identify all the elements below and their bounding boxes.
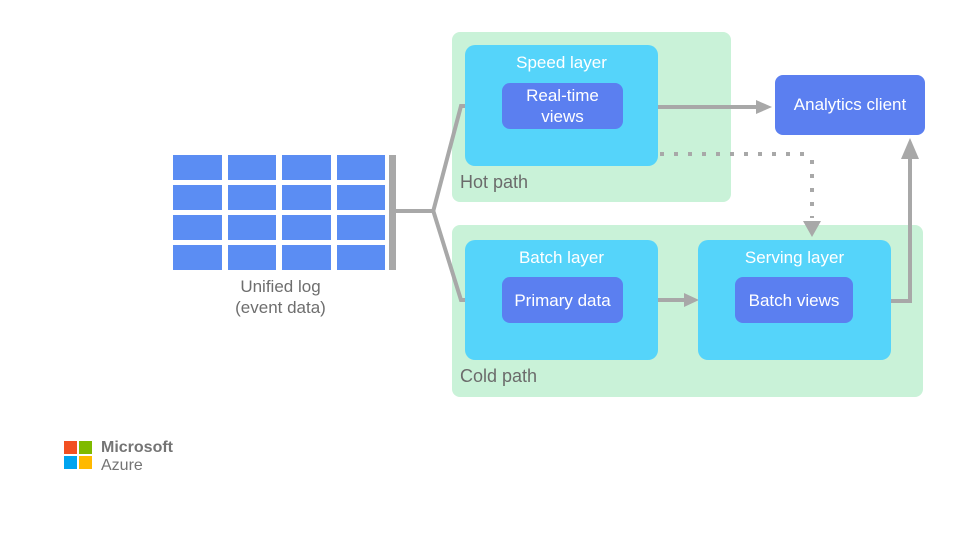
unified-log-cell [227,155,276,180]
ms-logo-square-blue [64,456,77,469]
unified-log-cell [282,215,331,240]
unified-log-cell [227,185,276,210]
ms-logo-square-green [79,441,92,454]
unified-log-cell [336,185,385,210]
analytics-client-box: Analytics client [775,75,925,135]
microsoft-logo-icon [64,441,92,469]
speed-layer-box: Speed layer Real-time views [465,45,658,166]
unified-log-cell [227,245,276,270]
microsoft-azure-wordmark: Microsoft Azure [101,439,173,475]
unified-log-bar [389,155,396,270]
ms-logo-square-yellow [79,456,92,469]
serving-layer-title: Serving layer [744,248,845,267]
hot-path-label: Hot path [460,172,529,192]
speed-to-analytics-arrowhead [756,100,772,114]
serving-to-analytics-arrowhead [901,138,919,159]
ms-wordmark-company: Microsoft [101,439,173,456]
unified-log-cell [173,215,222,240]
speed-layer-title: Speed layer [516,53,607,72]
unified-log-grid [173,155,385,270]
unified-log-cell [336,245,385,270]
cold-path-label: Cold path [460,366,538,386]
unified-log-cell [336,215,385,240]
ms-logo-square-red [64,441,77,454]
unified-log-cell [282,245,331,270]
speed-to-serving-arrowhead [803,221,821,237]
unified-log-cell [173,245,222,270]
real-time-views-box: Real-time views [502,83,623,129]
primary-data-box: Primary data [502,277,623,323]
unified-log-cell [336,155,385,180]
serving-to-analytics-line [891,158,912,303]
unified-log-cell [282,155,331,180]
unified-log-cell [282,185,331,210]
unified-log-cell [173,185,222,210]
unified-log-cell [227,215,276,240]
unified-log-label: Unified log (event data) [235,277,326,317]
ms-wordmark-product: Azure [101,457,143,474]
batch-to-serving-arrowhead [684,293,699,307]
batch-layer-title: Batch layer [518,248,605,267]
unified-log-cell [173,155,222,180]
log-to-batch-layer-line [431,209,468,302]
log-to-speed-layer-line [431,104,468,213]
batch-views-box: Batch views [735,277,853,323]
batch-layer-box: Batch layer Primary data [465,240,658,360]
serving-layer-box: Serving layer Batch views [698,240,891,360]
